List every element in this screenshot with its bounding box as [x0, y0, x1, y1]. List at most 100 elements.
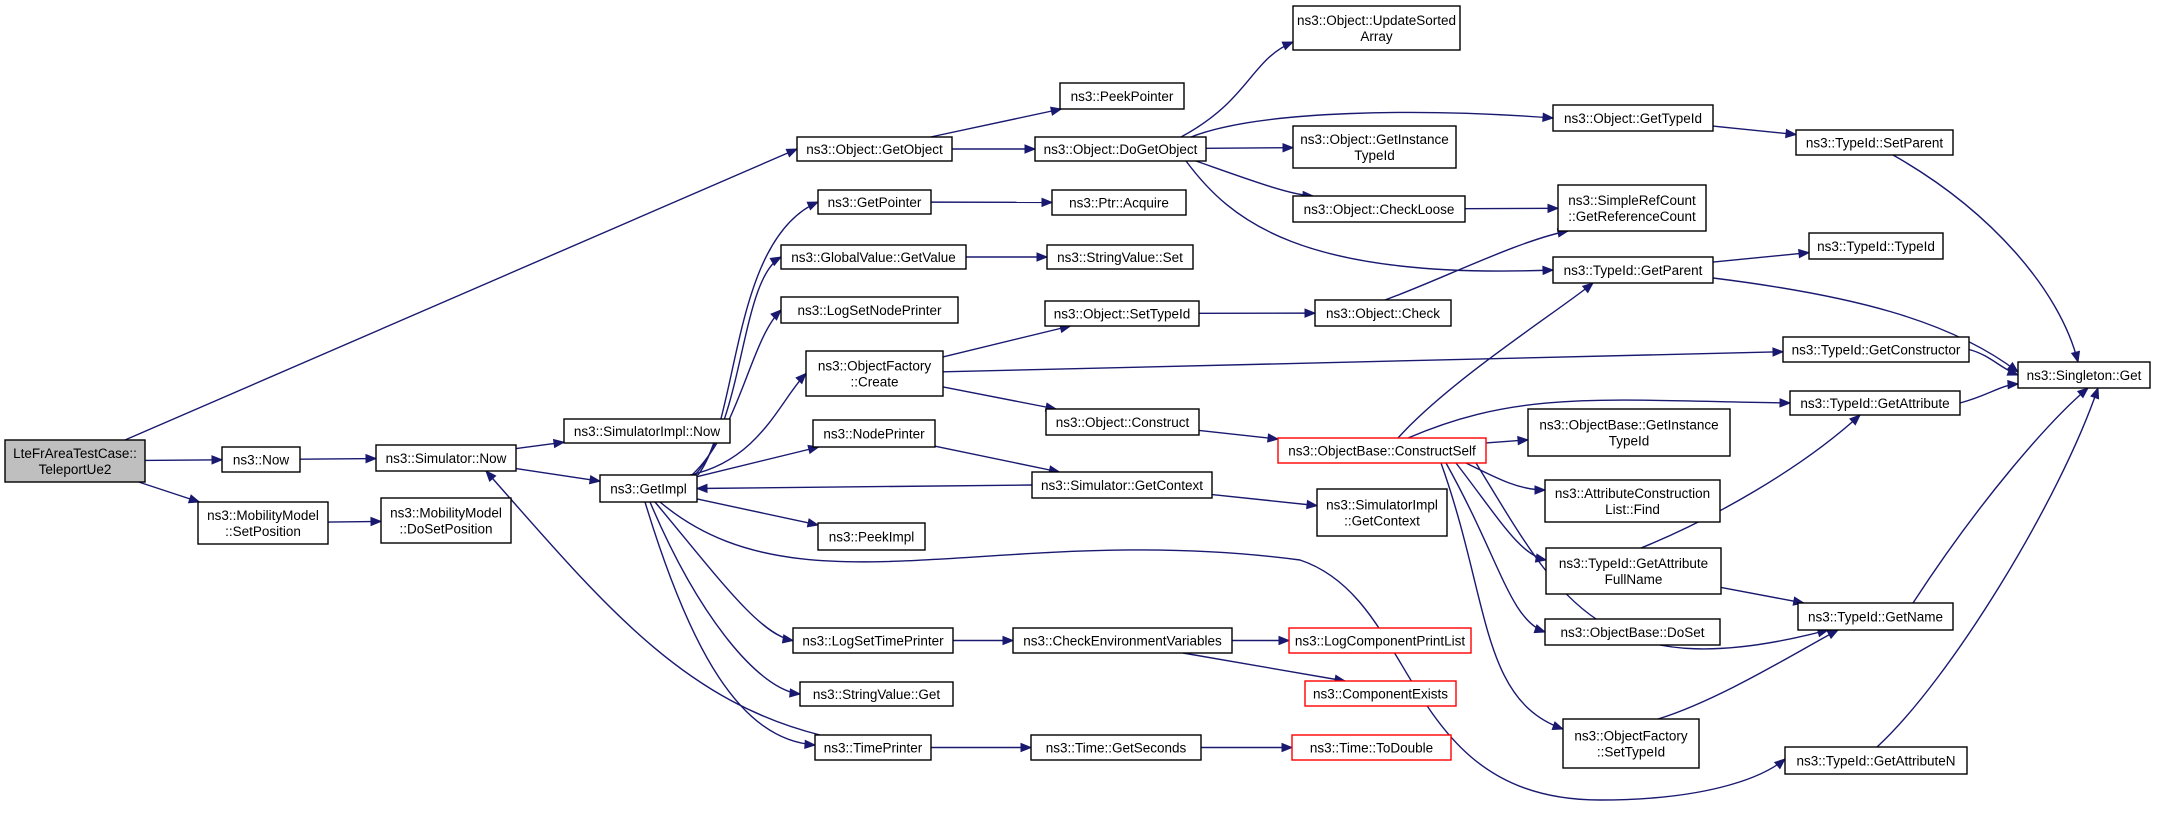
node-logsettimeprinter[interactable]: ns3::LogSetTimePrinter	[792, 627, 954, 654]
node-stringvalue-get[interactable]: ns3::StringValue::Get	[799, 681, 954, 707]
edge-line	[124, 148, 798, 441]
node-obj-construct[interactable]: ns3::Object::Construct	[1045, 408, 1200, 436]
call-edge-root-to-obj_getobject	[124, 148, 799, 441]
node-objfactory-settypeid[interactable]: ns3::ObjectFactory::SetTypeId	[1562, 718, 1700, 769]
node-obj-getobject[interactable]: ns3::Object::GetObject	[796, 136, 953, 162]
node-mm-set[interactable]: ns3::MobilityModel::SetPosition	[197, 501, 329, 545]
node-root[interactable]: LteFrAreaTestCase::TeleportUe2	[4, 439, 146, 483]
node-typeid-setparent[interactable]: ns3::TypeId::SetParent	[1795, 129, 1954, 156]
node-objfactory-create[interactable]: ns3::ObjectFactory::Create	[805, 350, 944, 397]
node-label: ns3::ObjectFactory	[1574, 729, 1688, 744]
node-box	[1314, 299, 1452, 327]
arrow-head-icon	[2070, 350, 2081, 364]
call-edge-obj_dogetobject-to-obj_gettypeid	[1190, 111, 1555, 138]
call-edge-mm_set-to-mm_doset	[327, 516, 383, 527]
call-edge-getimpl-to-timeprinter	[644, 501, 817, 750]
node-nodeprinter[interactable]: ns3::NodePrinter	[812, 419, 936, 448]
node-label: ns3::TypeId::TypeId	[1817, 239, 1935, 254]
node-label: ns3::PeekImpl	[829, 530, 915, 545]
node-peekpointer[interactable]: ns3::PeekPointer	[1059, 82, 1185, 110]
node-box	[1044, 300, 1200, 327]
call-edge-checkenv-to-logcomponentprintlist	[1232, 635, 1291, 646]
node-typeid-getname[interactable]: ns3::TypeId::GetName	[1797, 602, 1954, 631]
arrow-head-icon	[485, 469, 497, 483]
node-ptr-acquire[interactable]: ns3::Ptr::Acquire	[1051, 189, 1187, 216]
arrow-head-icon	[2076, 387, 2090, 399]
edge-line	[1876, 387, 2099, 748]
edge-line	[515, 467, 601, 482]
arrow-head-icon	[795, 372, 807, 385]
node-obj-check[interactable]: ns3::Object::Check	[1314, 299, 1452, 327]
node-label: ::Create	[850, 375, 898, 390]
node-logcomponentprintlist[interactable]: ns3::LogComponentPrintList	[1288, 627, 1472, 654]
edge-line	[1445, 462, 1546, 633]
node-label: ns3::TypeId::SetParent	[1806, 136, 1944, 151]
node-typeid-getattributen[interactable]: ns3::TypeId::GetAttributeN	[1784, 746, 1968, 775]
edge-line	[1205, 146, 1294, 150]
node-time-getseconds[interactable]: ns3::Time::GetSeconds	[1030, 734, 1202, 761]
node-box	[1316, 488, 1448, 537]
node-box	[221, 446, 301, 473]
node-stringvalue-set[interactable]: ns3::StringValue::Set	[1046, 244, 1194, 270]
edge-line	[934, 445, 1060, 473]
call-edge-obj_dogetobject-to-typeid_getparent	[1185, 160, 1555, 276]
arrow-head-icon	[2006, 366, 2020, 376]
node-typeid-getattribute[interactable]: ns3::TypeId::GetAttribute	[1789, 390, 1961, 416]
node-label: ::GetContext	[1344, 514, 1420, 529]
node-obj-gettypeid[interactable]: ns3::Object::GetTypeId	[1552, 104, 1714, 132]
edge-line	[1712, 251, 1810, 263]
node-componentexists[interactable]: ns3::ComponentExists	[1304, 680, 1457, 707]
node-box	[1030, 734, 1202, 761]
node-label: ns3::GetImpl	[610, 482, 687, 497]
node-getpointer[interactable]: ns3::GetPointer	[817, 189, 932, 215]
node-now[interactable]: ns3::Now	[221, 446, 301, 473]
node-time-todouble[interactable]: ns3::Time::ToDouble	[1291, 734, 1452, 761]
node-label: ::GetReferenceCount	[1568, 209, 1696, 224]
edge-line	[1397, 282, 1594, 439]
node-sim-now[interactable]: ns3::Simulator::Now	[375, 444, 517, 472]
edge-line	[694, 256, 782, 476]
call-edge-objfactory_create-to-obj_settypeid	[942, 323, 1072, 358]
node-label: ns3::CheckEnvironmentVariables	[1023, 634, 1222, 649]
node-peekimpl[interactable]: ns3::PeekImpl	[817, 522, 926, 551]
call-edge-getimpl-to-peekimpl	[696, 498, 820, 528]
node-mm-doset[interactable]: ns3::MobilityModel::DoSetPosition	[380, 497, 512, 544]
node-obj-settypeid[interactable]: ns3::Object::SetTypeId	[1044, 300, 1200, 327]
node-box	[4, 439, 146, 483]
node-obj-dogetobject[interactable]: ns3::Object::DoGetObject	[1034, 136, 1207, 162]
node-getimpl[interactable]: ns3::GetImpl	[599, 474, 698, 503]
call-edge-getimpl-to-logsetnodeprinter	[691, 309, 782, 476]
node-obj-checkloose[interactable]: ns3::Object::CheckLoose	[1292, 195, 1466, 223]
node-typeid-getparent[interactable]: ns3::TypeId::GetParent	[1552, 256, 1714, 284]
node-typeid-typeid[interactable]: ns3::TypeId::TypeId	[1808, 232, 1944, 260]
node-objbase-constructself[interactable]: ns3::ObjectBase::ConstructSelf	[1277, 437, 1487, 464]
call-edge-obj_dogetobject-to-obj_getinstancetypeid	[1205, 142, 1295, 153]
arrow-head-icon	[1036, 252, 1049, 262]
node-logsetnodeprinter[interactable]: ns3::LogSetNodePrinter	[780, 296, 959, 324]
edge-line	[942, 351, 1784, 373]
node-singleton-get[interactable]: ns3::Singleton::Get	[2017, 361, 2151, 389]
arrow-head-icon	[806, 201, 820, 211]
node-timeprinter[interactable]: ns3::TimePrinter	[814, 734, 932, 761]
node-globalvalue-getvalue[interactable]: ns3::GlobalValue::GetValue	[780, 244, 967, 270]
arrow-head-icon	[1517, 435, 1530, 446]
node-label: ns3::PeekPointer	[1071, 89, 1174, 104]
node-simplerefcount[interactable]: ns3::SimpleRefCount::GetReferenceCount	[1557, 184, 1707, 232]
node-simimpl-now[interactable]: ns3::SimulatorImpl::Now	[563, 418, 731, 444]
node-sim-getcontext[interactable]: ns3::Simulator::GetContext	[1031, 471, 1213, 499]
node-simimpl-getcontext[interactable]: ns3::SimulatorImpl::GetContext	[1316, 488, 1448, 537]
node-typeid-getconstructor[interactable]: ns3::TypeId::GetConstructor	[1782, 336, 1970, 363]
node-box	[380, 497, 512, 544]
node-checkenv[interactable]: ns3::CheckEnvironmentVariables	[1012, 627, 1233, 654]
node-objbase-doset[interactable]: ns3::ObjectBase::DoSet	[1544, 618, 1721, 646]
arrow-head-icon	[211, 455, 224, 465]
call-edge-objfactory_create-to-typeid_getconstructor	[942, 347, 1785, 373]
node-box	[780, 296, 959, 324]
call-edge-globalvalue_getvalue-to-stringvalue_set	[966, 252, 1049, 262]
call-edge-objbase_constructself-to-objbase_doset	[1445, 462, 1547, 634]
